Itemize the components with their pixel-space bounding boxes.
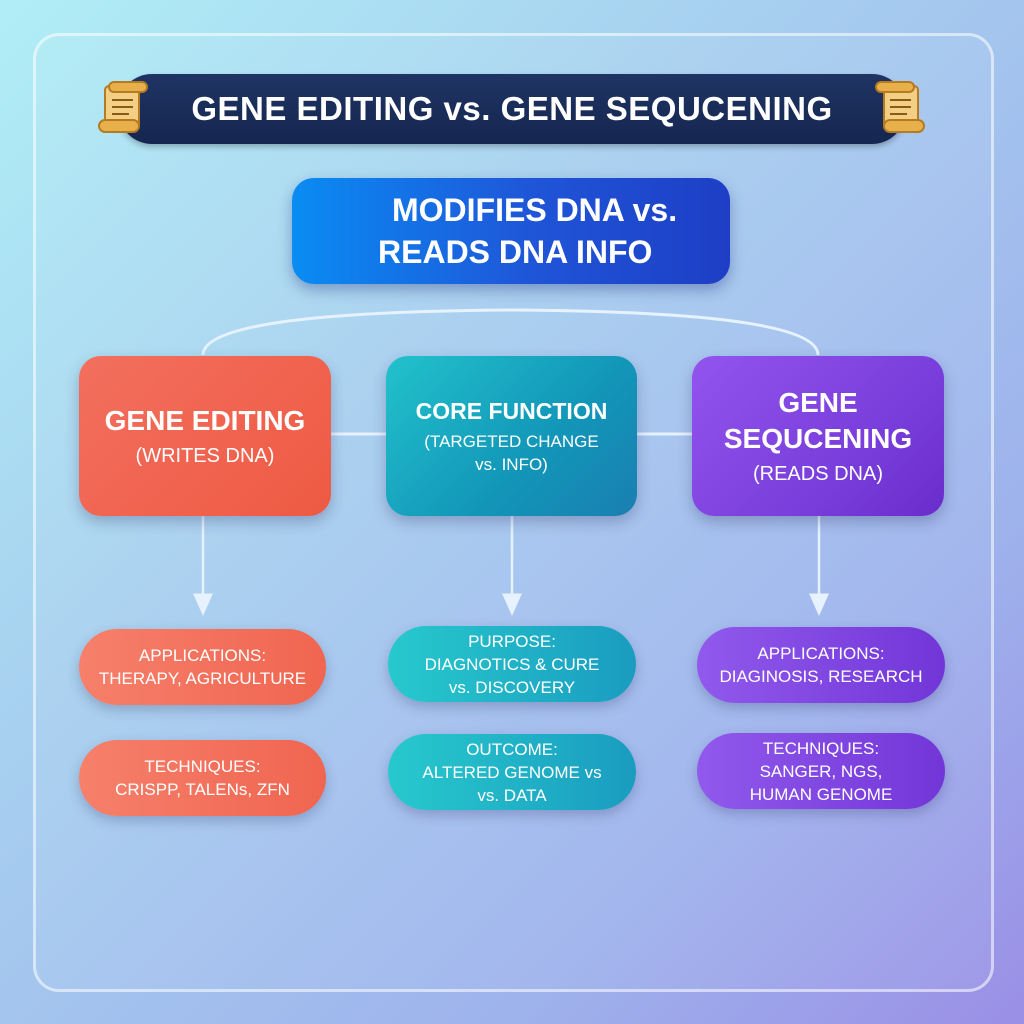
editing-applications-line-1: APPLICATIONS: [138,646,267,665]
core-purpose-line-2: DIAGNOTICS & CURE [424,654,600,674]
top-arc-connector [201,308,820,356]
page-title: GENE EDITING vs. GENE SEQUCENING [191,90,833,127]
core-outcome-line-3: vs. DATA [477,785,547,805]
summary-line-1: MODIFIES DNA vs. [392,192,678,228]
summary-line-2: READS DNA INFO [378,234,653,270]
editing-applications-pill: APPLICATIONS: THERAPY, AGRICULTURE [79,629,326,705]
editing-techniques-line-2: CRISPP, TALENs, ZFN [115,780,290,799]
gene-editing-title: GENE EDITING [104,405,306,436]
editing-applications-line-2: THERAPY, AGRICULTURE [98,669,307,688]
gene-sequencing-card: GENE SEQUCENING (READS DNA) [692,356,944,516]
core-outcome-pill: OUTCOME: ALTERED GENOME vs vs. DATA [388,734,636,810]
scroll-icon [875,81,925,133]
editing-techniques-line-1: TECHNIQUES: [144,757,261,776]
core-outcome-line-1: OUTCOME: [466,739,558,759]
sequencing-techniques-line-3: HUMAN GENOME [749,784,893,804]
core-outcome-line-2: ALTERED GENOME vs [422,762,602,782]
sequencing-techniques-pill: TECHNIQUES: SANGER, NGS, HUMAN GENOME [697,733,945,809]
title-banner: GENE EDITING vs. GENE SEQUCENING [118,74,906,144]
gene-editing-subtitle: (WRITES DNA) [135,445,275,467]
gene-sequencing-subtitle: (READS DNA) [752,463,883,485]
gene-sequencing-title: GENE SEQUCENING [723,387,913,454]
editing-techniques-pill: TECHNIQUES: CRISPP, TALENs, ZFN [79,740,326,816]
sequencing-techniques-line-2: SANGER, NGS, [759,761,883,781]
core-function-card: CORE FUNCTION (TARGETED CHANGE vs. INFO) [386,356,637,516]
core-purpose-line-3: vs. DISCOVERY [448,677,576,697]
core-function-subtitle: (TARGETED CHANGE vs. INFO) [424,430,598,476]
sequencing-applications-line-2: DIAGINOSIS, RESEARCH [719,667,923,686]
scroll-icon [98,81,148,133]
sequencing-applications-line-1: APPLICATIONS: [757,644,885,663]
core-function-subtitle-line-2: vs. INFO) [475,455,548,474]
core-purpose-pill: PURPOSE: DIAGNOTICS & CURE vs. DISCOVERY [388,626,636,702]
core-function-subtitle-line-1: (TARGETED CHANGE [424,432,599,451]
sequencing-techniques-line-1: TECHNIQUES: [762,738,880,758]
sequencing-applications-pill: APPLICATIONS: DIAGINOSIS, RESEARCH [697,627,945,703]
core-function-title: CORE FUNCTION [415,398,608,424]
summary-box: MODIFIES DNA vs. READS DNA INFO [292,178,730,284]
core-purpose-line-1: PURPOSE: [468,631,556,651]
gene-editing-card: GENE EDITING (WRITES DNA) [79,356,331,516]
